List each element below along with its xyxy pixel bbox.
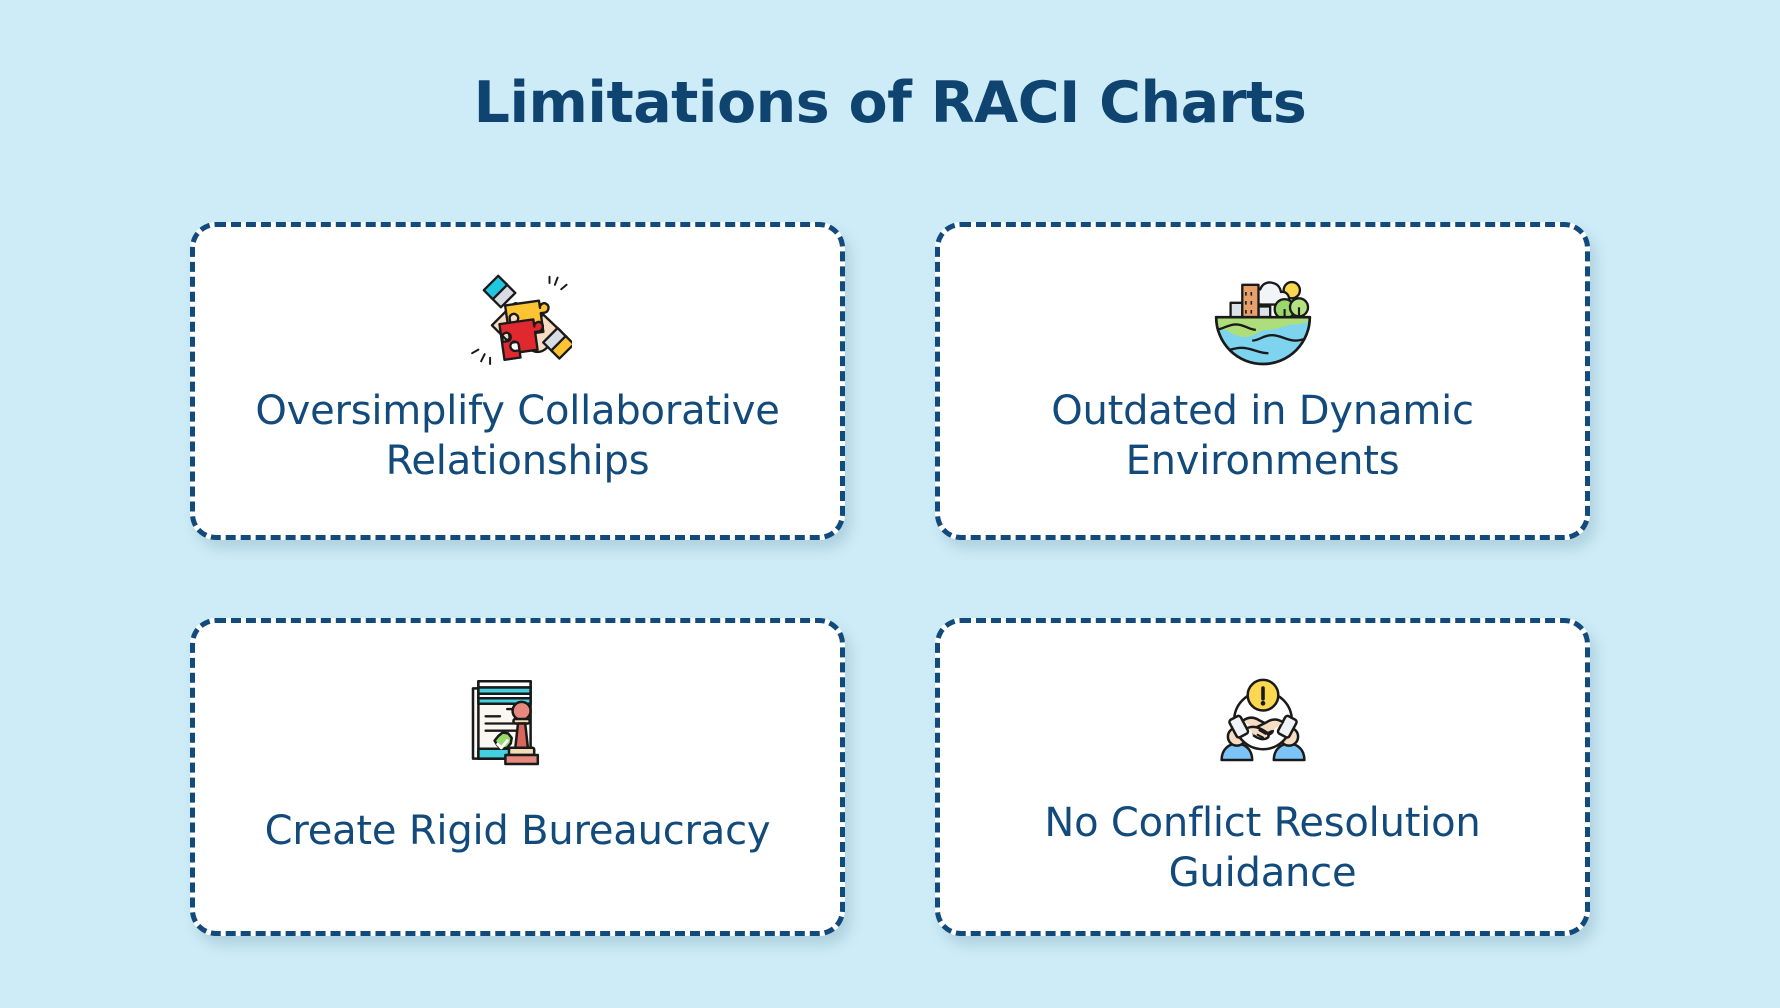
limitation-card-label: Oversimplify Collaborative Relationships — [255, 388, 780, 484]
limitation-card-label: Outdated in Dynamic Environments — [1051, 388, 1474, 484]
limitation-card-bureaucracy[interactable]: Create Rigid Bureaucracy — [190, 618, 845, 936]
limitation-card-label: Create Rigid Bureaucracy — [264, 808, 771, 854]
limitation-card-outdated[interactable]: Outdated in Dynamic Environments — [935, 222, 1590, 540]
handshake-warning-icon — [1209, 661, 1317, 769]
page-title: Limitations of RACI Charts — [473, 70, 1307, 136]
puzzle-hands-icon — [464, 265, 572, 373]
limitation-card-conflict[interactable]: No Conflict Resolution Guidance — [935, 618, 1590, 936]
limitations-card-grid: Oversimplify Collaborative Relationships — [190, 222, 1590, 936]
document-stamp-icon — [464, 665, 572, 773]
limitation-card-oversimplify[interactable]: Oversimplify Collaborative Relationships — [190, 222, 845, 540]
eco-city-globe-icon — [1209, 265, 1317, 373]
limitation-card-label: No Conflict Resolution Guidance — [1044, 800, 1481, 896]
